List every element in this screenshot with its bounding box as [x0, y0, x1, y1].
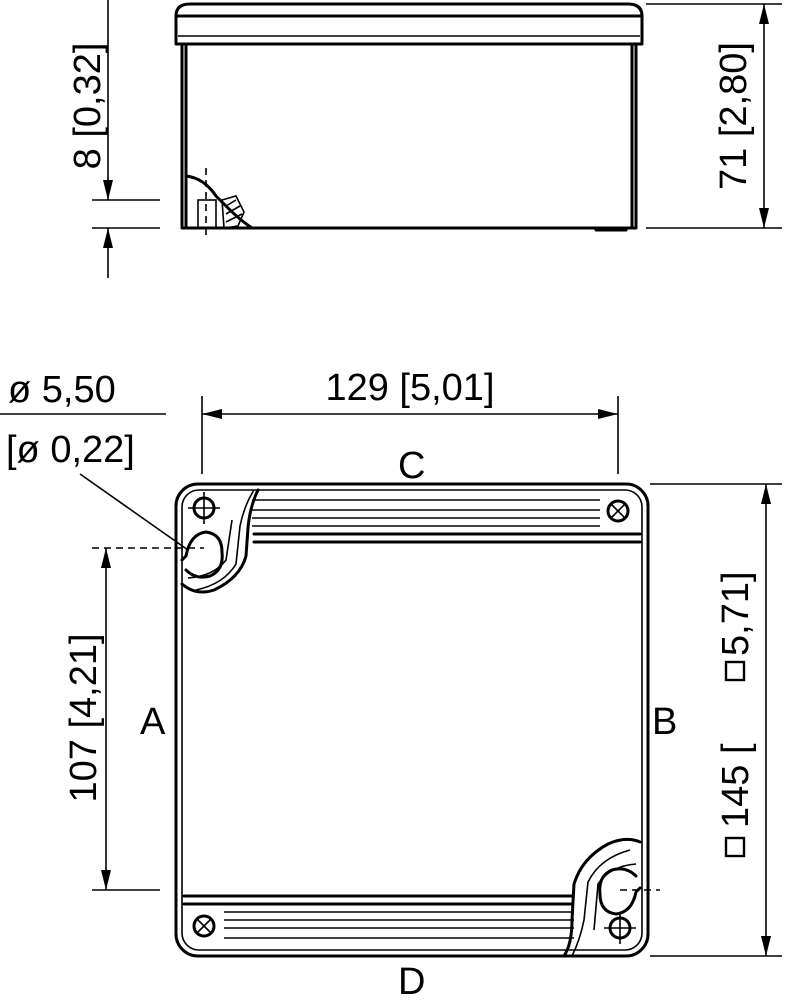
- top-view-ribs-top: [252, 499, 642, 544]
- top-view-dim-left: 107 [4,21]: [63, 548, 160, 891]
- side-view-lid: [174, 2, 644, 46]
- top-view-dim-right-label-tail: 5,71]: [715, 571, 757, 656]
- hole-diameter-inch-label: [ø 0,22]: [6, 429, 135, 471]
- side-view-body: [180, 42, 638, 230]
- top-view-outline: [174, 482, 650, 958]
- side-label-c: C: [398, 445, 425, 487]
- screw-hole-top-right: [606, 499, 630, 523]
- top-view-notch-top-left: [180, 488, 260, 594]
- side-view-dim-right-label: 71 [2,80]: [713, 42, 755, 190]
- square-symbol-icon: [724, 836, 746, 858]
- hole-diameter-callout: ø 5,50 [ø 0,22]: [0, 369, 189, 551]
- top-view-dim-right-label: 145 [: [715, 743, 757, 828]
- side-view-dim-right: 71 [2,80]: [646, 3, 782, 229]
- screw-hole-top-left: [188, 492, 220, 524]
- side-label-a: A: [140, 701, 166, 743]
- top-view-dim-right: 145 [ 5,71]: [650, 483, 782, 957]
- square-symbol-inline-icon: [724, 660, 746, 682]
- top-view-dim-left-label: 107 [4,21]: [63, 633, 105, 802]
- top-view-dim-top: 129 [5,01]: [201, 367, 619, 474]
- side-view-mounting-foot: [184, 168, 254, 236]
- top-view-notch-bottom-right: [562, 837, 642, 958]
- side-view: 8 [0,32] 71 [2,80]: [67, 0, 782, 278]
- side-label-b: B: [652, 701, 677, 743]
- screw-hole-bottom-right: [604, 912, 636, 944]
- side-view-dim-left: 8 [0,32]: [67, 0, 160, 278]
- hole-diameter-label: ø 5,50: [8, 369, 116, 411]
- side-view-dim-left-label: 8 [0,32]: [67, 43, 109, 170]
- top-view-dim-top-label: 129 [5,01]: [325, 367, 494, 409]
- side-label-d: D: [398, 961, 425, 1000]
- top-view: A B C D 129 [5,01] ø 5,50 [ø 0,22] 107 […: [0, 367, 782, 1000]
- screw-hole-bottom-left: [192, 914, 216, 938]
- top-view-ribs-bottom: [182, 894, 574, 939]
